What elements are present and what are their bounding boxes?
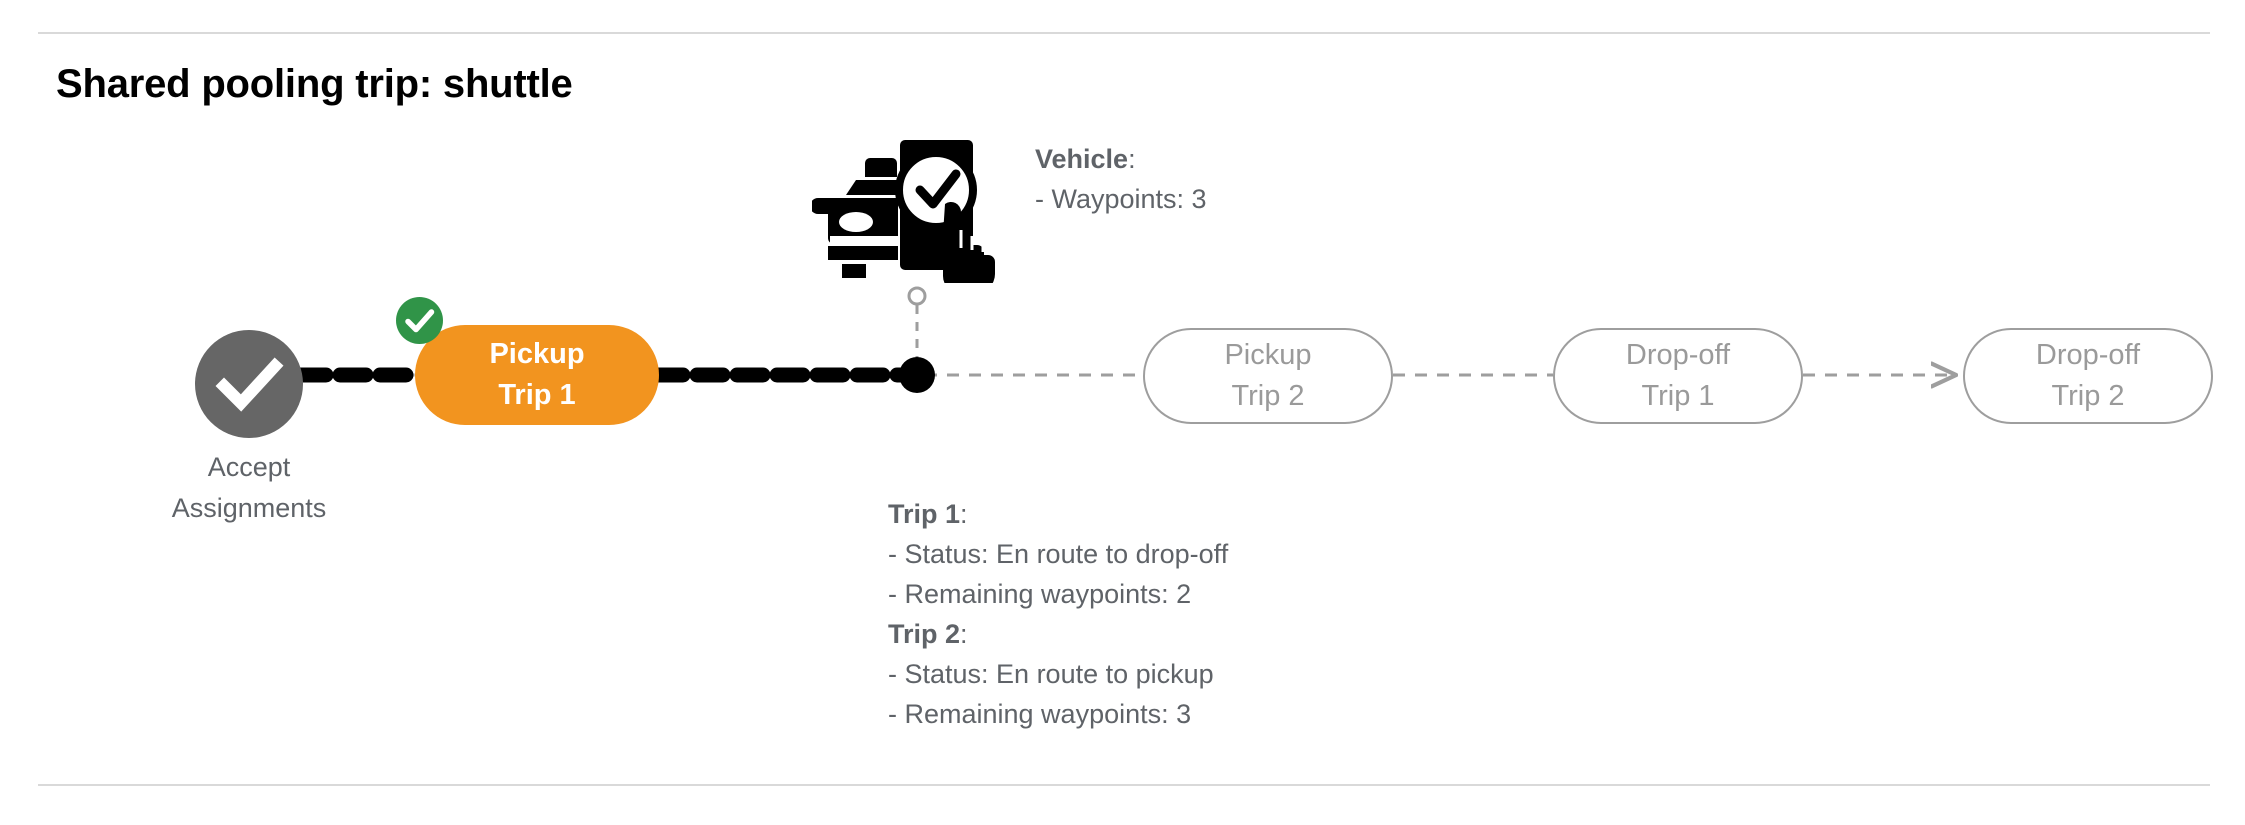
header-divider xyxy=(38,32,2210,34)
trip-2-title-row: Trip 2: xyxy=(888,614,1228,654)
accept-assignments-label: Accept Assignments xyxy=(120,447,378,529)
vehicle-note-title: Vehicle xyxy=(1035,144,1129,174)
vehicle-note-line-1: - Waypoints: 3 xyxy=(1035,184,1207,214)
current-position-dot xyxy=(899,357,935,393)
trip-2-status: - Status: En route to pickup xyxy=(888,659,1214,689)
timeline-step-drop-off-trip-1[interactable]: Drop-off Trip 1 xyxy=(1553,328,1803,424)
step-label-line-1: Pickup xyxy=(489,338,585,370)
vehicle-anchor-ring xyxy=(907,286,927,306)
step-label-line-2: Trip 2 xyxy=(1231,380,1305,412)
trip-2-title-suffix: : xyxy=(960,619,968,649)
completed-check-badge xyxy=(396,297,443,344)
footer-divider xyxy=(38,784,2210,786)
accept-label-line-1: Accept xyxy=(207,452,291,482)
vehicle-annotation: Vehicle: - Waypoints: 3 xyxy=(1035,139,1207,219)
trip-annotations: Trip 1: - Status: En route to drop-off -… xyxy=(888,494,1228,734)
check-circle-icon xyxy=(215,357,284,412)
vehicle-app-check-icon xyxy=(812,118,998,283)
timeline-step-pickup-trip-2[interactable]: Pickup Trip 2 xyxy=(1143,328,1393,424)
vehicle-note-title-row: Vehicle: xyxy=(1035,139,1207,179)
trip-1-title-suffix: : xyxy=(960,499,968,529)
timeline-step-pickup-trip-1[interactable]: Pickup Trip 1 xyxy=(415,325,659,425)
vehicle-app-check-glyph xyxy=(812,140,995,283)
accept-label-line-2: Assignments xyxy=(171,493,327,523)
accept-assignments-node[interactable] xyxy=(195,330,303,438)
trip-1-title: Trip 1 xyxy=(888,499,961,529)
step-label-line-1: Drop-off xyxy=(1625,339,1731,371)
trip-1-remaining-waypoints: - Remaining waypoints: 2 xyxy=(888,579,1192,609)
step-label-line-1: Pickup xyxy=(1224,339,1312,371)
timeline-step-drop-off-trip-2[interactable]: Drop-off Trip 2 xyxy=(1963,328,2213,424)
trip-1-status: - Status: En route to drop-off xyxy=(888,539,1229,569)
step-label-line-2: Trip 1 xyxy=(1641,380,1715,412)
trip-2-remaining-waypoints: - Remaining waypoints: 3 xyxy=(888,699,1192,729)
page-title: Shared pooling trip: shuttle xyxy=(56,62,573,106)
trip-2-title: Trip 2 xyxy=(888,619,961,649)
step-label-line-2: Trip 1 xyxy=(498,379,576,411)
step-label-line-2: Trip 2 xyxy=(2051,380,2125,412)
step-label-line-1: Drop-off xyxy=(2035,339,2141,371)
trip-1-title-row: Trip 1: xyxy=(888,494,1228,534)
check-badge-icon xyxy=(405,309,435,333)
vehicle-note-title-suffix: : xyxy=(1128,144,1136,174)
